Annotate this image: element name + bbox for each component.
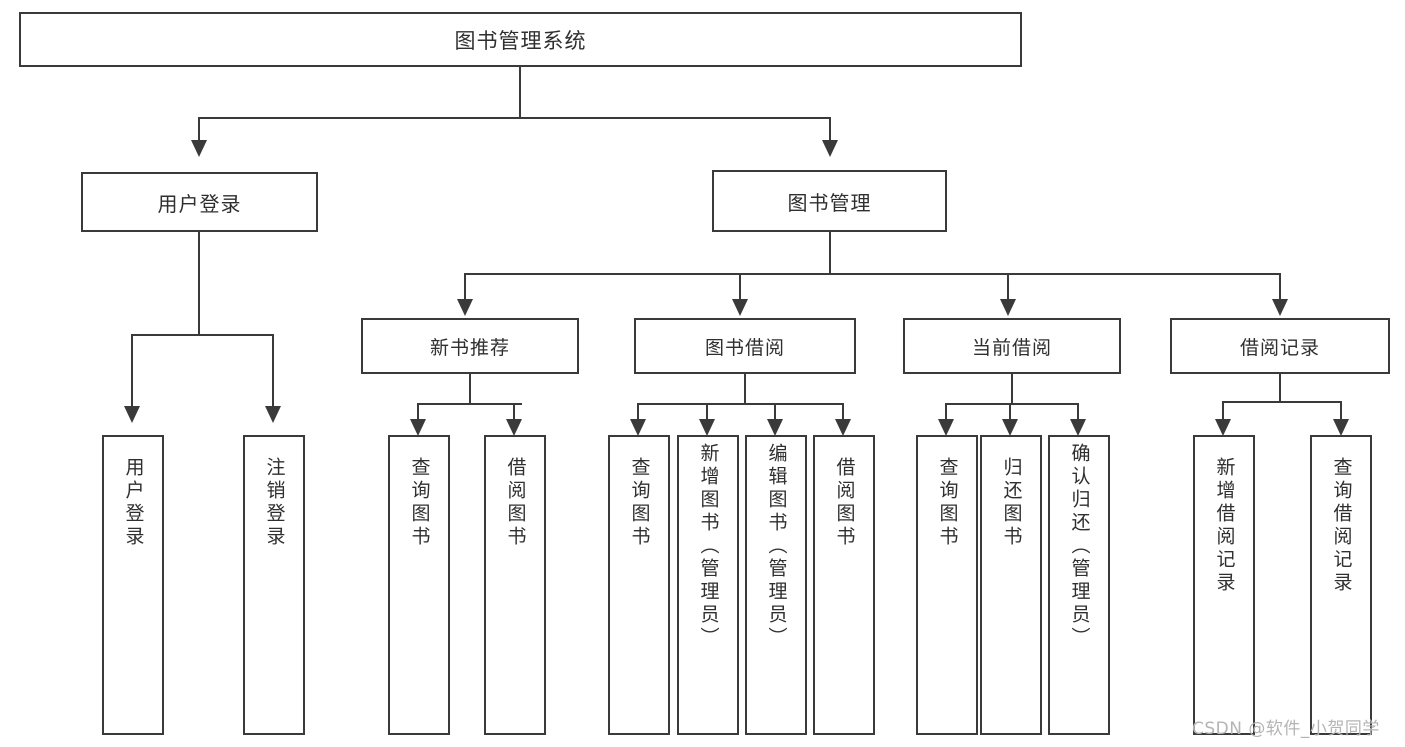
node-leaf-query-borrow-record[interactable]: 查询借阅记录 [1310,435,1372,735]
connector-drop-borrow-record [1279,273,1281,301]
node-leaf-add-book[interactable]: 新增图书（管理员） [677,435,739,735]
connector-user-login-stem [198,232,200,335]
arrowhead-query-book-1 [410,419,426,436]
node-leaf-add-borrow-record[interactable]: 新增借阅记录 [1193,435,1255,735]
connector-book-borrow-bus [637,403,844,405]
node-current-borrow[interactable]: 当前借阅 [903,318,1121,374]
connector-borrow-record-drop-2 [1340,401,1342,421]
connector-user-login-bus [131,334,274,336]
node-borrow-record[interactable]: 借阅记录 [1170,318,1390,374]
arrowhead-query-record [1333,419,1349,436]
node-leaf-logout[interactable]: 注销登录 [243,435,305,735]
connector-user-login-left-drop [131,334,133,408]
arrowhead-book-manage [822,140,838,157]
node-leaf-user-login[interactable]: 用户登录 [102,435,164,735]
node-label: 归还图书 [1000,457,1023,549]
node-leaf-confirm-return[interactable]: 确认归还（管理员） [1048,435,1110,735]
connector-root-bus [198,117,831,119]
arrowhead-query-book-3 [938,419,954,436]
arrowhead-add-book [699,419,715,436]
node-new-book-recommend[interactable]: 新书推荐 [361,318,579,374]
connector-book-borrow-stem [744,374,746,404]
node-label: 确认归还（管理员） [1068,443,1091,650]
node-label: 查询图书 [628,457,651,549]
node-root-system[interactable]: 图书管理系统 [19,12,1022,67]
node-book-manage[interactable]: 图书管理 [712,170,947,232]
node-label: 注销登录 [263,457,286,549]
connector-borrow-record-stem [1279,374,1281,402]
connector-book-borrow-drop-2 [706,403,708,421]
arrowhead-query-book-2 [630,419,646,436]
connector-new-book-drop-2 [513,403,515,421]
arrowhead-book-borrow [732,299,748,316]
connector-root-stem [519,67,521,118]
connector-drop-book-borrow [739,273,741,301]
arrowhead-new-book [457,299,473,316]
node-label: 编辑图书（管理员） [765,443,788,650]
node-label: 用户登录 [157,191,242,216]
arrowhead-edit-book [767,419,783,436]
connector-book-borrow-drop-4 [842,403,844,421]
connector-current-borrow-drop-1 [945,403,947,421]
connector-user-login-right-drop [272,334,274,408]
node-label: 图书借阅 [704,336,785,359]
connector-borrow-record-bus [1222,401,1340,403]
arrowhead-return-book [1002,419,1018,436]
connector-current-borrow-bus [945,403,1078,405]
connector-new-book-bus [417,403,522,405]
node-leaf-query-book-recommend[interactable]: 查询图书 [388,435,450,735]
node-leaf-borrow-book-recommend[interactable]: 借阅图书 [484,435,546,735]
arrowhead-user-login [191,140,207,157]
node-label: 新增图书（管理员） [697,443,720,650]
node-label: 查询借阅记录 [1330,457,1353,595]
arrowhead-leaf-user-login [124,406,140,423]
connector-new-book-stem [469,374,471,404]
arrowhead-borrow-book-1 [506,419,522,436]
connector-new-book-drop-1 [417,403,419,421]
connector-book-borrow-drop-3 [774,403,776,421]
arrowhead-borrow-record [1272,299,1288,316]
node-leaf-query-book-current[interactable]: 查询图书 [916,435,978,735]
arrowhead-add-record [1215,419,1231,436]
node-user-login[interactable]: 用户登录 [81,172,318,232]
node-label: 借阅图书 [504,457,527,549]
node-label: 查询图书 [408,457,431,549]
connector-book-borrow-drop-1 [637,403,639,421]
connector-borrow-record-drop-1 [1222,401,1224,421]
node-leaf-borrow-book[interactable]: 借阅图书 [813,435,875,735]
node-label: 新增借阅记录 [1213,457,1236,595]
node-label: 新书推荐 [429,336,510,359]
connector-root-to-book-manage [829,117,831,142]
node-label: 当前借阅 [971,336,1052,359]
node-book-borrow[interactable]: 图书借阅 [634,318,856,374]
node-label: 查询图书 [936,457,959,549]
connector-current-borrow-stem [1011,374,1013,404]
node-label: 图书管理 [787,190,872,215]
connector-book-manage-stem [829,232,831,274]
connector-drop-current-borrow [1007,273,1009,301]
arrowhead-borrow-book-2 [835,419,851,436]
connector-book-manage-bus [464,273,1281,275]
node-label: 借阅图书 [833,457,856,549]
watermark-csdn: CSDN @软件_小贺同学 [1192,719,1380,739]
node-label: 图书管理系统 [454,28,587,53]
node-label: 用户登录 [122,457,145,549]
connector-current-borrow-drop-3 [1077,403,1079,421]
connector-current-borrow-drop-2 [1009,403,1011,421]
arrowhead-confirm-return [1070,419,1086,436]
node-leaf-return-book[interactable]: 归还图书 [980,435,1042,735]
connector-root-to-user-login [198,117,200,142]
node-label: 借阅记录 [1239,336,1320,359]
arrowhead-current-borrow [1000,299,1016,316]
connector-drop-new-book [464,273,466,301]
node-leaf-edit-book[interactable]: 编辑图书（管理员） [745,435,807,735]
arrowhead-leaf-logout [265,406,281,423]
node-leaf-query-book-borrow[interactable]: 查询图书 [608,435,670,735]
